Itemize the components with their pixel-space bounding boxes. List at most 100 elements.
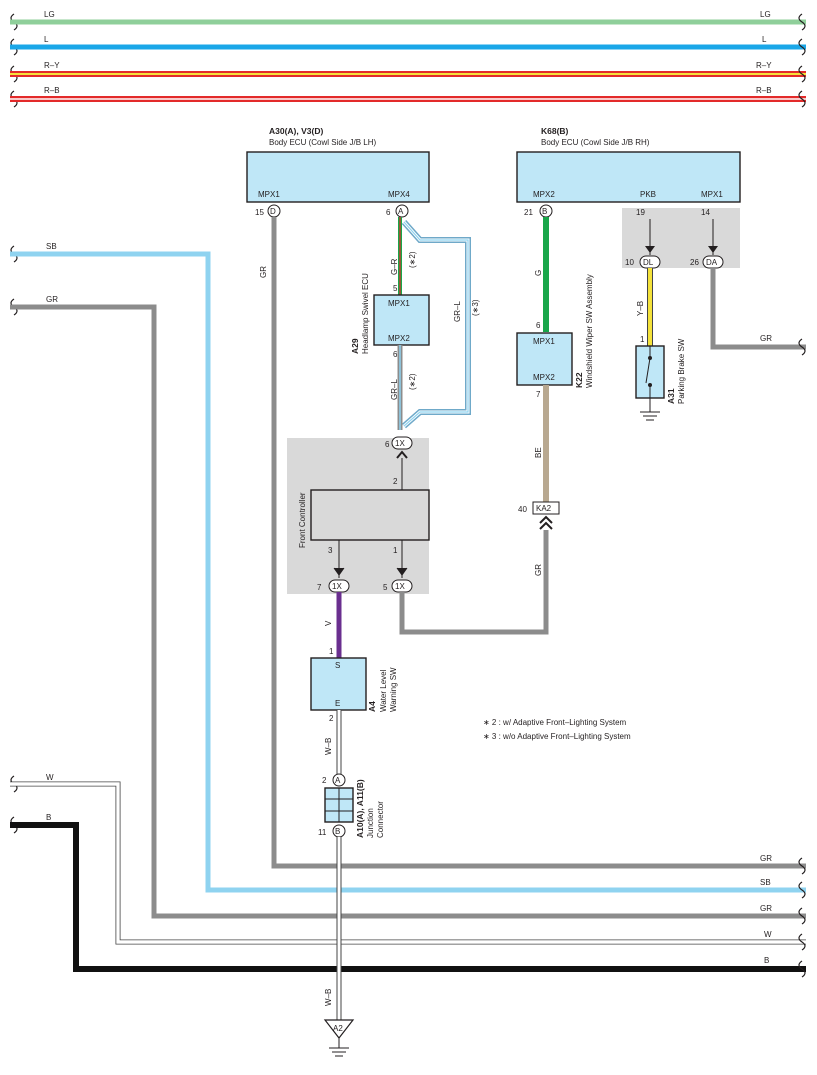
wire-label-gr: GR: [760, 854, 772, 863]
connector-ka2-label: KA2: [536, 504, 552, 513]
ecu-rh-box: [516, 151, 741, 203]
wiper-pin-mpx1: MPX1: [533, 337, 555, 346]
note-line-2: ∗ 3 : w/o Adaptive Front–Lighting System: [483, 732, 631, 741]
front-controller: 2 Front Controller 3 1 7 1X 5 1X: [298, 458, 430, 593]
ecu-lh-pin-mpx1: MPX1: [258, 190, 280, 199]
arrow-up-icon: [396, 450, 408, 459]
headlamp-name: Headlamp Swivel ECU: [361, 273, 370, 354]
wire-label-w-b: W–B: [324, 989, 333, 1006]
bus-label-left: LG: [44, 10, 55, 19]
top-bus-lines: LG LG L L R–Y R–Y R–B R–B: [10, 10, 806, 108]
parking-brake-sw: 1 A31 Parking Brake SW: [635, 335, 686, 404]
front-controller-name: Front Controller: [298, 492, 307, 548]
pin-number: 6: [385, 440, 390, 449]
wiper-name: Windshield Wiper SW Assembly: [585, 274, 594, 388]
pin-number: 40: [518, 505, 527, 514]
wire-label-w-b: W–B: [324, 738, 333, 755]
connector-dl-label: DL: [643, 258, 654, 267]
ground-symbol-icon: A2: [323, 1019, 355, 1057]
front-controller-box: [310, 489, 430, 541]
water-sw-code: A4: [367, 701, 377, 712]
body-ecu-rh: K68(B) Body ECU (Cowl Side J/B RH) MPX2 …: [516, 126, 741, 218]
pin-number: 5: [393, 284, 398, 293]
wire-label-b: B: [764, 956, 769, 965]
pin-number: 7: [536, 390, 541, 399]
wire-gr-da: [710, 268, 806, 350]
ecu-lh-pin-mpx4: MPX4: [388, 190, 410, 199]
pin-number: 7: [317, 583, 322, 592]
wire-w: [10, 782, 806, 944]
parking-brake-name: Parking Brake SW: [677, 338, 686, 404]
junction-name-1: Junction: [366, 808, 375, 838]
connector-1x-label: 1X: [395, 582, 405, 591]
pin-number: 1: [329, 647, 334, 656]
wire-sb: [10, 251, 806, 893]
bus-line-r-y: R–Y R–Y: [10, 61, 806, 83]
wire-label-gr: GR: [46, 295, 58, 304]
ecu-lh-box: [246, 151, 430, 203]
bus-label-right: R–Y: [756, 61, 772, 70]
connector-da-label: DA: [706, 258, 718, 267]
arrow-up-icon: [539, 521, 553, 530]
water-sw-name-1: Water Level: [379, 669, 388, 712]
junction-name-2: Connector: [376, 801, 385, 838]
wire-label-sb: SB: [760, 878, 771, 887]
pin-number: 6: [386, 208, 391, 217]
wire-label-gr: GR: [760, 334, 772, 343]
note-star-3: (∗3): [471, 299, 480, 316]
ecu-rh-pin-mpx1: MPX1: [701, 190, 723, 199]
wire-b: [10, 822, 806, 972]
pin-number: 2: [393, 477, 398, 486]
headlamp-swivel-ecu: MPX1 MPX2 5 6 A29 Headlamp Swivel ECU: [350, 273, 430, 359]
ecu-rh-pin-mpx2: MPX2: [533, 190, 555, 199]
pin-number: 1: [393, 546, 398, 555]
headlamp-pin-mpx2: MPX2: [388, 334, 410, 343]
connector-ka2: [532, 501, 560, 515]
ecu-rh-code: K68(B): [541, 126, 569, 136]
connector-a-label: A: [398, 207, 404, 216]
pin-number: 19: [636, 208, 645, 217]
wire-label-v: V: [324, 620, 333, 626]
connector-a-label: A: [335, 776, 341, 785]
headlamp-pin-mpx1: MPX1: [388, 299, 410, 308]
pin-number: 5: [383, 583, 388, 592]
bus-line-l: L L: [10, 35, 806, 56]
water-sw-name-2: Warning SW: [389, 667, 398, 712]
note-line-1: ∗ 2 : w/ Adaptive Front–Lighting System: [483, 718, 627, 727]
pin-number: 3: [328, 546, 333, 555]
windshield-wiper-sw: 6 MPX1 MPX2 7 K22 Windshield Wiper SW As…: [516, 274, 594, 399]
ecu-lh-name: Body ECU (Cowl Side J/B LH): [269, 138, 376, 147]
wiper-sw-box: [516, 332, 573, 386]
ground-label: A2: [333, 1024, 343, 1033]
pin-number: 2: [329, 714, 334, 723]
note-star-2: (∗2): [408, 251, 417, 268]
wire-label-gr: GR: [534, 564, 543, 576]
wire-label-gr-l: GR–L: [453, 301, 462, 322]
pin-number: 26: [690, 258, 699, 267]
wiper-pin-mpx2: MPX2: [533, 373, 555, 382]
wire-label-gr: GR: [760, 904, 772, 913]
pin-number: 14: [701, 208, 710, 217]
bus-line-r-b: R–B R–B: [10, 86, 806, 108]
wire-label-sb: SB: [46, 242, 57, 251]
bus-label-left: L: [44, 35, 49, 44]
pin-number: 6: [536, 321, 541, 330]
connector-1x-top: [391, 436, 413, 450]
connector-b-label: B: [542, 207, 547, 216]
wire-label-w: W: [46, 773, 54, 782]
arrow-down-icon: [708, 246, 718, 253]
parking-brake-code: A31: [666, 388, 676, 404]
wire-label-g: G: [534, 270, 543, 276]
wire-gr-mpx1: [271, 217, 806, 869]
connector-a-circle: [332, 773, 346, 787]
bus-label-right: L: [762, 35, 767, 44]
junction-code: A10(A), A11(B): [355, 779, 365, 838]
wire-label-gr: GR: [259, 266, 268, 278]
bus-label-right: R–B: [756, 86, 772, 95]
water-level-warning-sw: 1 S E 2 A4 Water Level Warning SW: [310, 647, 398, 723]
bus-label-right: LG: [760, 10, 771, 19]
bus-label-left: R–Y: [44, 61, 60, 70]
wire-label-be: BE: [534, 447, 543, 458]
wire-label-g-r: G–R: [390, 258, 399, 275]
wire-label-b: B: [46, 813, 51, 822]
